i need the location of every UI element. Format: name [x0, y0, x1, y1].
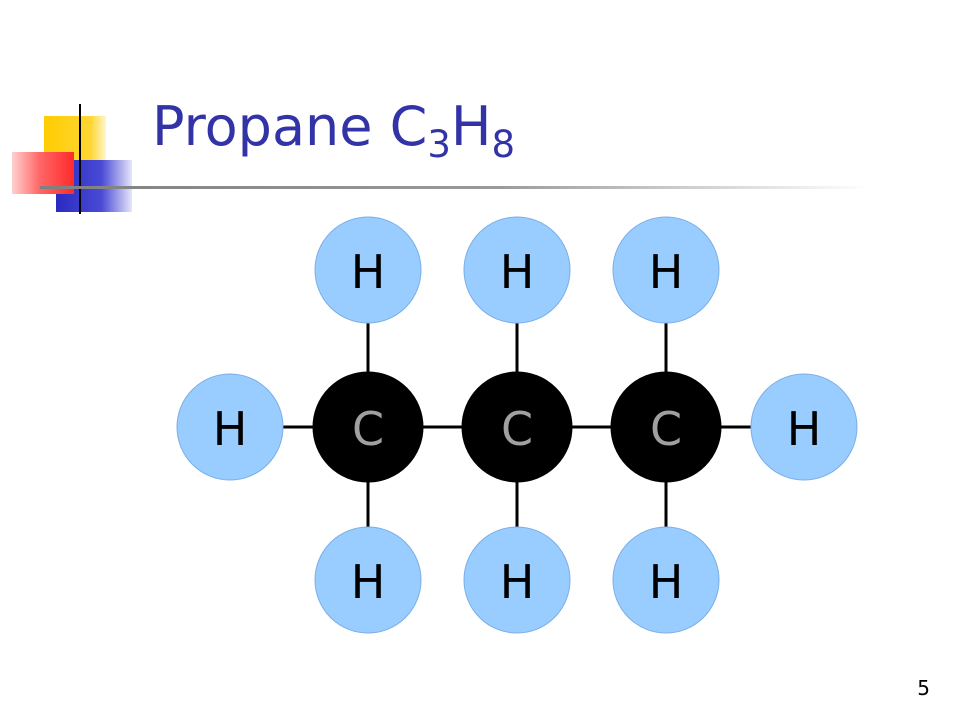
title-subscript-carbon-count: 3: [427, 123, 451, 166]
atom-circle-h-bottom-2: [463, 526, 571, 634]
atom-h-top-3: H: [612, 216, 720, 324]
atom-label-h-left: H: [213, 402, 248, 456]
atom-label-h-top-2: H: [500, 245, 535, 299]
atoms-layer: C C C H H H H H H H H: [176, 216, 858, 634]
atom-circle-c2: [461, 371, 573, 483]
atom-label-h-bottom-1: H: [351, 555, 386, 609]
atom-h-top-2: H: [463, 216, 571, 324]
slide-title: Propane C3H8: [152, 100, 515, 164]
atom-label-h-top-3: H: [649, 245, 684, 299]
atom-label-c3: C: [650, 402, 682, 456]
slide-number: 5: [917, 676, 930, 700]
atom-label-c1: C: [352, 402, 384, 456]
atom-label-h-bottom-2: H: [500, 555, 535, 609]
atom-label-h-top-1: H: [351, 245, 386, 299]
atom-label-c2: C: [501, 402, 533, 456]
atom-circle-h-left: [176, 373, 284, 481]
title-main: Propane C: [152, 95, 428, 158]
atom-circle-c3: [610, 371, 722, 483]
atom-circle-h-top-1: [314, 216, 422, 324]
atom-label-h-bottom-3: H: [649, 555, 684, 609]
title-subscript-hydrogen-count: 8: [491, 123, 516, 166]
atom-circle-h-top-2: [463, 216, 571, 324]
atom-c1: C: [312, 371, 424, 483]
title-hydrogen: H: [450, 95, 492, 158]
atom-h-right: H: [750, 373, 858, 481]
atom-c2: C: [461, 371, 573, 483]
atom-h-bottom-2: H: [463, 526, 571, 634]
atom-label-h-right: H: [787, 402, 822, 456]
atom-h-bottom-1: H: [314, 526, 422, 634]
atom-circle-h-right: [750, 373, 858, 481]
atom-circle-h-bottom-1: [314, 526, 422, 634]
atom-h-bottom-3: H: [612, 526, 720, 634]
atom-h-top-1: H: [314, 216, 422, 324]
title-underline: [40, 186, 870, 189]
atom-c3: C: [610, 371, 722, 483]
atom-circle-c1: [312, 371, 424, 483]
atom-circle-h-top-3: [612, 216, 720, 324]
atom-circle-h-bottom-3: [612, 526, 720, 634]
atom-h-left: H: [176, 373, 284, 481]
